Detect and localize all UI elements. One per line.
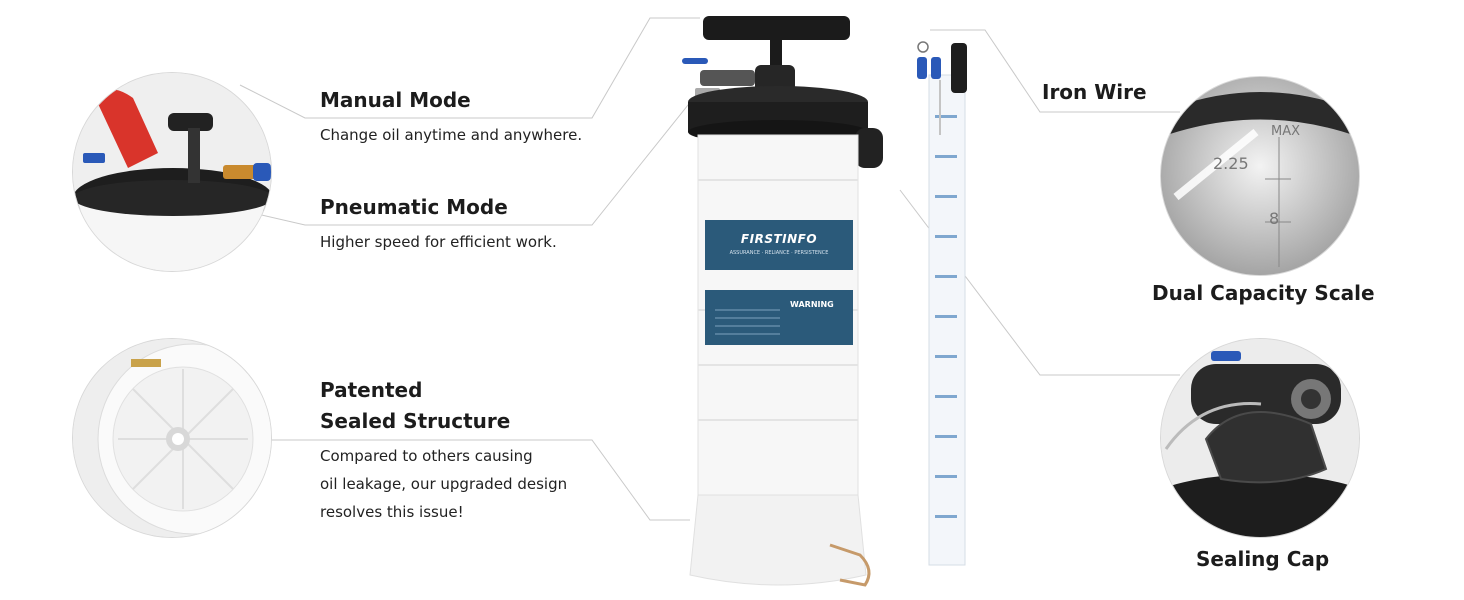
brand-tagline: ASSURANCE · RELIANCE · PERSISTENCE xyxy=(729,250,829,256)
valve-detail-photo xyxy=(72,72,272,272)
t-handle xyxy=(703,16,850,40)
air-valve xyxy=(700,70,755,86)
brand-label xyxy=(705,220,853,270)
brass-fitting xyxy=(223,165,258,179)
warning-text: WARNING xyxy=(790,300,834,309)
sealed-structure-desc-3: resolves this issue! xyxy=(320,503,464,521)
manual-mode-title: Manual Mode xyxy=(320,88,471,112)
handle-shape xyxy=(168,113,213,131)
bail-handle xyxy=(829,543,871,587)
suction-tube-package xyxy=(917,41,967,566)
sealing-cap-illustration xyxy=(1161,339,1359,537)
glove-shape xyxy=(93,89,158,168)
sealing-cap-photo xyxy=(1160,338,1360,538)
sealing-cap-title: Sealing Cap xyxy=(1196,547,1330,571)
sealed-structure-title-2: Sealed Structure xyxy=(320,409,511,433)
iron-wire-title: Iron Wire xyxy=(1042,80,1147,104)
valve-detail-illustration xyxy=(73,73,271,271)
brand-name: FIRSTINFO xyxy=(740,232,818,246)
sealed-structure-desc-1: Compared to others causing xyxy=(320,447,533,465)
scale-mark-2: 8 xyxy=(1269,209,1280,228)
line-manual xyxy=(239,17,700,119)
capacity-scale-illustration xyxy=(1161,77,1359,275)
cap-shape xyxy=(1204,411,1328,484)
scale-mark-1: 2.25 xyxy=(1213,154,1249,173)
dual-capacity-scale-title: Dual Capacity Scale xyxy=(1152,281,1375,305)
tank-base xyxy=(689,494,867,586)
capacity-scale-photo: MAX 2.25 8 xyxy=(1160,76,1360,276)
sealed-structure-photo xyxy=(72,338,272,538)
sealed-structure-desc-2: oil leakage, our upgraded design xyxy=(320,475,568,493)
pneumatic-mode-title: Pneumatic Mode xyxy=(320,195,508,219)
sealed-structure-title-1: Patented xyxy=(320,378,423,402)
line-pneumatic xyxy=(239,89,701,226)
oil-extractor-product xyxy=(682,16,883,587)
line-iron-wire xyxy=(930,29,1180,113)
sealed-structure-illustration xyxy=(73,339,271,537)
sealing-cap xyxy=(855,128,883,168)
manual-mode-desc: Change oil anytime and anywhere. xyxy=(320,126,583,144)
tube-bag xyxy=(928,74,966,566)
scale-mark-max: MAX xyxy=(1271,124,1301,139)
line-sealed xyxy=(270,439,690,521)
pneumatic-mode-desc: Higher speed for efficient work. xyxy=(320,233,557,251)
